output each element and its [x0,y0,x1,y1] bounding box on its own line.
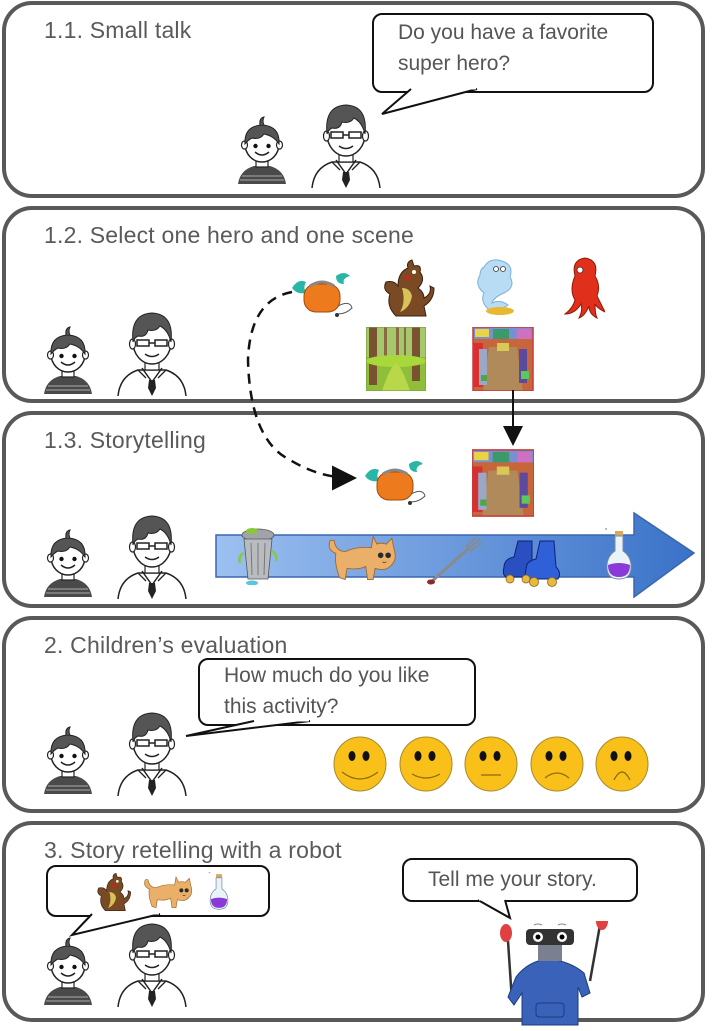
panel-title: 3. Story retelling with a robot [44,837,342,863]
smiley-sad[interactable] [530,736,584,792]
speech-line-1: How much do you like [224,664,430,687]
smiley-very-sad[interactable] [595,736,649,792]
robot-speech-bubble: Tell me your story. [402,858,638,902]
selected-scene [472,449,534,517]
child-speech-bubble [46,865,270,917]
adult-figure [310,100,382,188]
dragon-icon[interactable] [376,258,436,318]
potion-icon [208,869,230,913]
robot-speech-line: Tell me your story. [428,868,597,891]
trash-can-icon [238,525,278,585]
panel-select-hero-scene: 1.2. Select one hero and one scene [2,206,705,403]
potion-icon [604,527,634,581]
red-octopus-icon[interactable] [561,256,605,320]
selected-hero-icon [361,458,431,508]
panel-title: 2. Children’s evaluation [44,632,288,658]
market-scene[interactable] [472,327,534,391]
speech-bubble: Do you have a favorite super hero? [372,13,654,93]
genie-icon[interactable] [470,256,520,318]
rating-scale [332,734,652,794]
child-figure [40,527,96,597]
panel-small-talk: 1.1. Small talk Do you have a favorite s… [2,1,705,198]
flying-purse-icon[interactable] [288,270,358,320]
panel-storytelling: 1.3. Storytelling [2,411,705,608]
speech-line-2: this activity? [224,695,339,718]
child-figure [234,114,290,184]
adult-figure [116,511,188,599]
panel-children-evaluation: 2. Children’s evaluation How much do you… [2,616,705,813]
robot-figure [478,921,618,1031]
panel-title: 1.2. Select one hero and one scene [44,222,414,248]
smiley-very-happy[interactable] [333,736,387,792]
speech-line-2: super hero? [398,52,511,75]
roller-skates-icon [500,537,570,587]
smiley-neutral[interactable] [464,736,518,792]
child-figure [40,324,96,394]
panel-title: 1.3. Storytelling [44,427,206,453]
speech-line-1: Do you have a favorite [398,21,609,44]
adult-figure [116,708,188,796]
cat-icon [140,873,196,913]
child-figure [40,935,96,1005]
dragon-icon [92,871,132,913]
cat-icon [322,531,402,587]
timeline-arrow [212,511,700,599]
forest-scene[interactable] [366,327,426,391]
fork-icon [424,537,484,587]
child-figure [40,724,96,794]
speech-bubble: How much do you like this activity? [198,658,476,726]
adult-figure [116,308,188,396]
panel-title: 1.1. Small talk [44,17,192,43]
panel-story-retelling: 3. Story retelling with a robot Tell me … [2,821,705,1022]
adult-figure [116,919,188,1007]
smiley-happy[interactable] [399,736,453,792]
